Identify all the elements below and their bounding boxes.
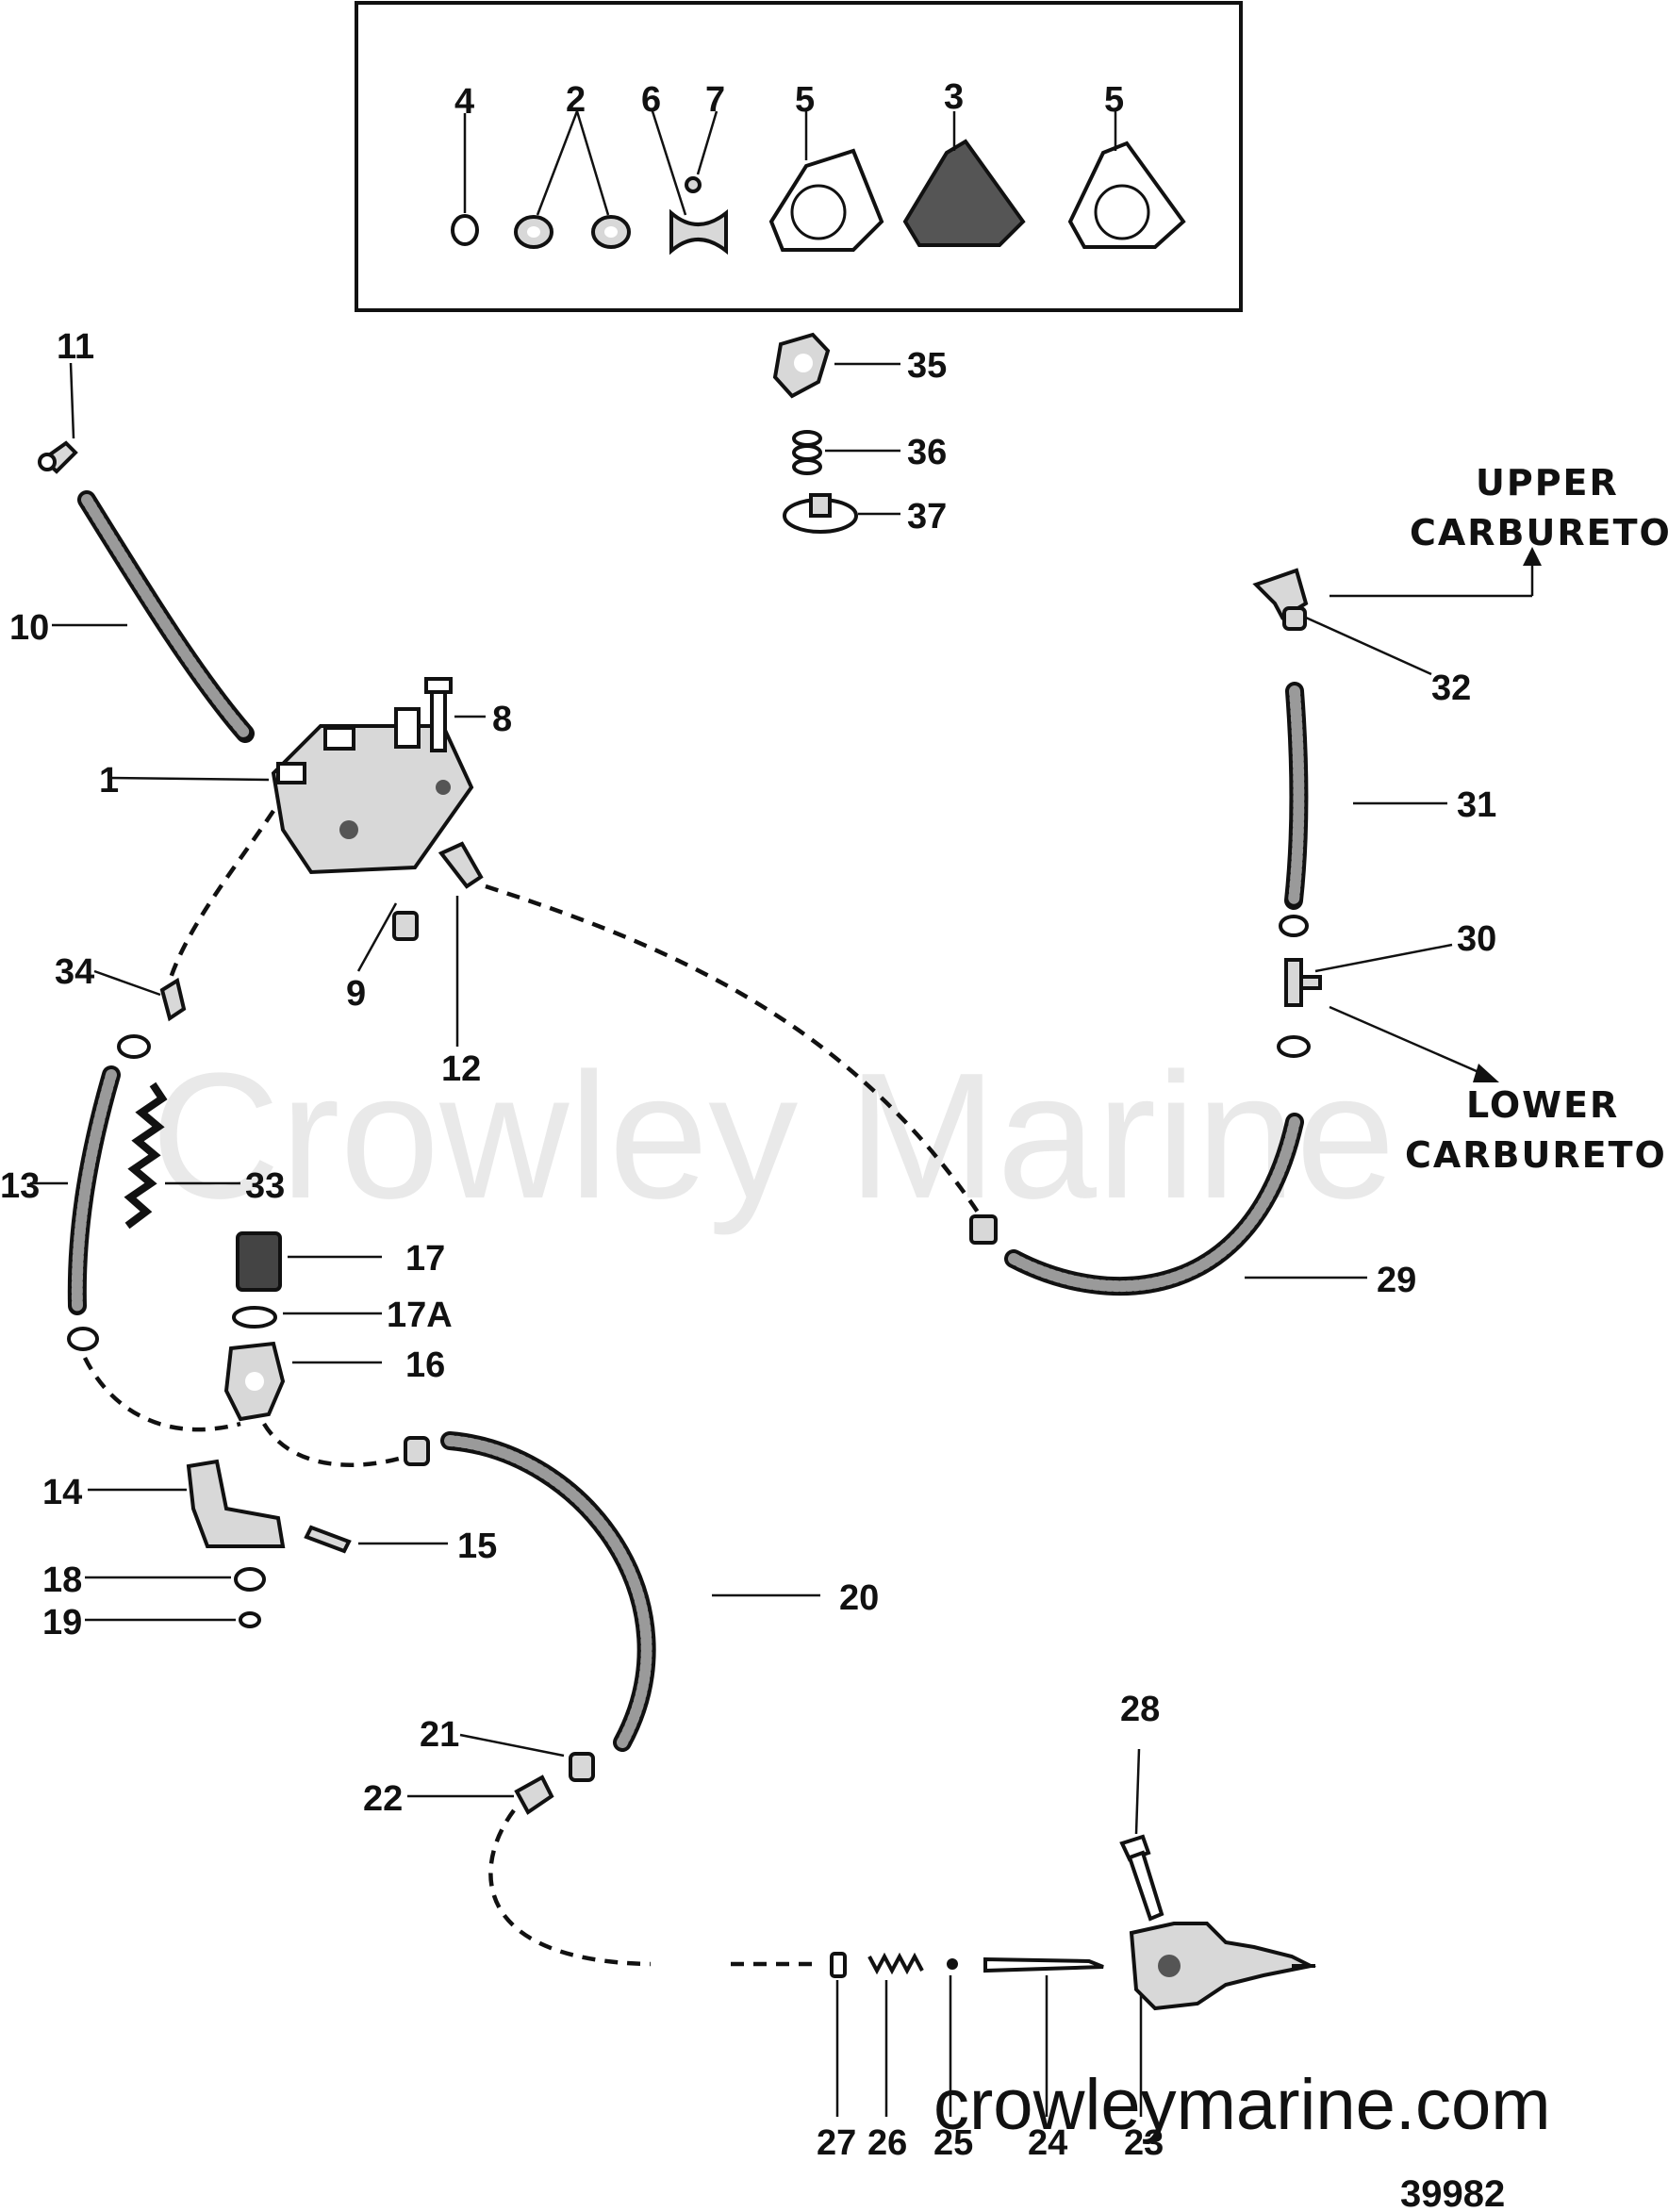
callout-35: 35 — [907, 346, 947, 386]
callout-6: 6 — [641, 80, 661, 120]
part-36-spring — [792, 430, 822, 475]
callout-5-right: 5 — [1104, 80, 1124, 120]
callout-28: 28 — [1120, 1690, 1160, 1729]
upper-carburetor-caption-line2: CARBURETOR — [1410, 512, 1668, 553]
part-9-plug — [392, 911, 419, 941]
callout-11: 11 — [57, 327, 94, 367]
callout-22: 22 — [363, 1779, 403, 1819]
part-3-diaphragm — [902, 139, 1026, 247]
part-24-rod — [983, 1956, 1104, 1973]
callout-15: 15 — [457, 1527, 497, 1566]
callout-8: 8 — [492, 700, 512, 739]
callout-12: 12 — [441, 1049, 481, 1089]
callout-17a: 17A — [387, 1296, 453, 1335]
callout-13: 13 — [0, 1166, 40, 1206]
part-13-clamp-bottom — [67, 1327, 99, 1351]
part-27-seat — [830, 1952, 847, 1978]
part-18-washer — [234, 1567, 266, 1592]
upper-carburetor-caption-line1: UPPER — [1476, 462, 1619, 503]
part-20-clamp-top — [404, 1436, 430, 1466]
part-26-spring — [867, 1952, 924, 1975]
part-2-check-valves — [514, 215, 631, 249]
part-32-clamp — [1282, 606, 1307, 631]
part-37-diaphragm — [783, 493, 858, 534]
callout-29: 29 — [1377, 1261, 1416, 1300]
callout-37: 37 — [907, 497, 947, 536]
part-28-bolt — [1119, 1834, 1164, 1922]
callout-14: 14 — [42, 1473, 82, 1512]
part-19-nut — [239, 1611, 261, 1628]
callout-20: 20 — [839, 1578, 879, 1618]
callout-34: 34 — [55, 952, 94, 992]
callout-24: 24 — [1028, 2123, 1067, 2163]
lower-carburetor-caption-line2: CARBURETOR — [1405, 1134, 1668, 1176]
part-14-bracket — [186, 1459, 286, 1548]
part-4-o-ring — [451, 214, 479, 246]
callout-32: 32 — [1431, 669, 1471, 708]
watermark: Crowley Marine — [151, 1036, 1396, 1236]
lower-carburetor-arrow — [1329, 1005, 1499, 1082]
part-13-clamp — [117, 1034, 151, 1059]
part-20-hose — [440, 1431, 656, 1752]
callout-17: 17 — [405, 1239, 445, 1279]
part-16-filter-housing — [223, 1341, 286, 1422]
part-11-fitting — [38, 440, 78, 474]
part-6-retainer — [669, 208, 728, 256]
part-5-gasket-left — [768, 148, 884, 252]
part-23-valve-body — [1129, 1922, 1317, 2011]
callout-3: 3 — [944, 77, 964, 117]
part-17-filter — [236, 1231, 282, 1292]
upper-carburetor-arrow — [1329, 547, 1542, 598]
part-12-elbow — [438, 841, 484, 889]
callout-4: 4 — [454, 82, 474, 122]
callout-9: 9 — [346, 974, 366, 1014]
callout-30: 30 — [1457, 919, 1496, 959]
callout-33: 33 — [245, 1166, 285, 1206]
part-17a-o-ring — [232, 1306, 277, 1329]
callout-7: 7 — [705, 80, 725, 120]
part-35-cover — [772, 332, 831, 399]
repair-kit-box — [355, 1, 1243, 312]
part-30-clamp-top — [1279, 915, 1309, 937]
part-22-fitting — [514, 1775, 554, 1815]
callout-19: 19 — [42, 1603, 82, 1642]
callout-2: 2 — [566, 80, 586, 120]
callout-27: 27 — [817, 2123, 856, 2163]
callout-36: 36 — [907, 433, 947, 472]
part-25-ball — [947, 1958, 958, 1970]
callout-labels: 4 2 6 7 5 3 5 35 36 37 11 10 1 8 9 12 34… — [0, 77, 1496, 2163]
callout-18: 18 — [42, 1560, 82, 1600]
part-5-gasket-right — [1067, 140, 1186, 249]
diagram-number: 39982 — [1400, 2173, 1505, 2212]
part-21-clamp — [569, 1752, 595, 1782]
part-33-spring — [124, 1081, 168, 1230]
lower-carburetor-caption-line1: LOWER — [1466, 1084, 1619, 1126]
part-29-fitting-a — [969, 1214, 998, 1245]
callout-1: 1 — [99, 761, 119, 801]
callout-21: 21 — [420, 1715, 459, 1755]
part-30-tee — [1284, 958, 1322, 1007]
callout-5-left: 5 — [795, 80, 815, 120]
callout-25: 25 — [933, 2123, 973, 2163]
callout-26: 26 — [867, 2123, 907, 2163]
website-url: crowleymarine.com — [933, 2065, 1551, 2145]
part-7-screw — [685, 176, 702, 193]
part-15-screw — [304, 1525, 352, 1554]
callout-23: 23 — [1124, 2123, 1164, 2163]
part-8-bolt — [424, 677, 453, 752]
part-34-fitting — [159, 977, 187, 1022]
callout-16: 16 — [405, 1345, 445, 1385]
callout-10: 10 — [9, 608, 49, 648]
part-30-clamp-bottom — [1277, 1035, 1311, 1058]
part-1-fuel-pump — [271, 707, 474, 875]
callout-31: 31 — [1457, 785, 1496, 825]
